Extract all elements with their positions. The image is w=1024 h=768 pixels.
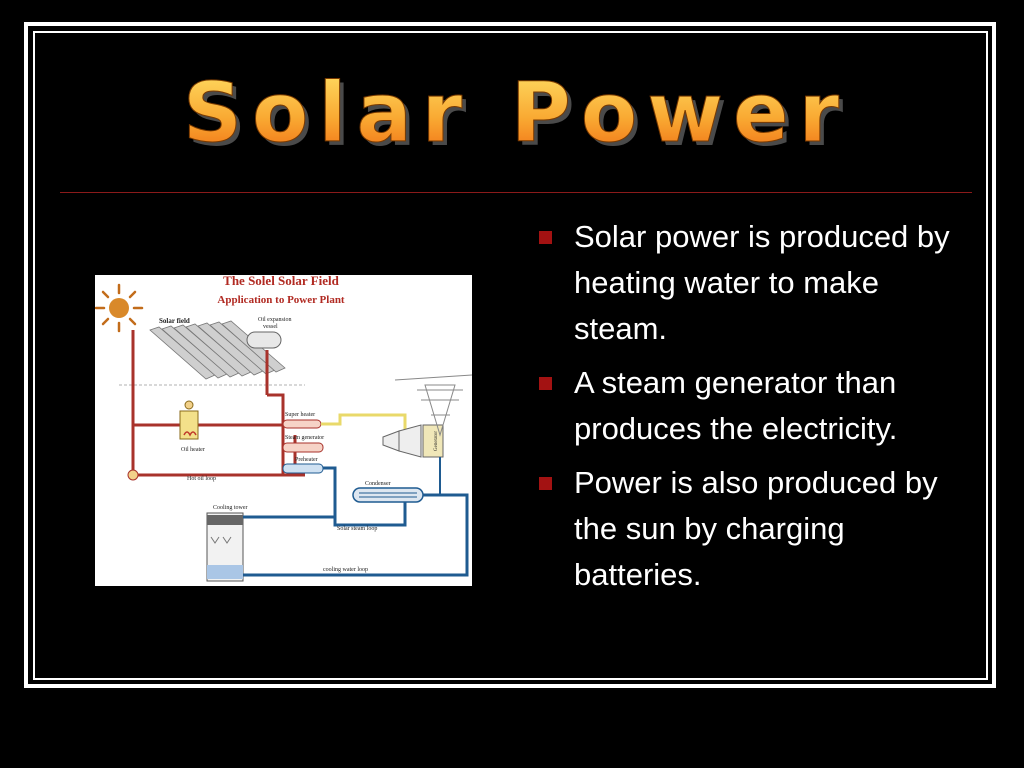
steam-generator-icon <box>282 442 324 453</box>
slide-title-text: Solar Power <box>183 66 849 161</box>
square-bullet-icon <box>539 377 552 390</box>
oil-expansion-vessel-icon <box>246 331 282 349</box>
bullet-text: Power is also produced by the sun by cha… <box>574 465 938 592</box>
label-condenser: Condenser <box>365 481 391 487</box>
diagram-title: The Solel Solar Field <box>223 275 339 288</box>
label-cooling-tower: Cooling tower <box>213 505 248 511</box>
transmission-tower-icon <box>394 374 473 437</box>
bullet-item: A steam generator than produces the elec… <box>536 360 966 452</box>
label-oil-expansion: Oil expansion <box>258 317 292 323</box>
label-oil-heater: Oil heater <box>181 447 205 453</box>
bullet-item: Solar power is produced by heating water… <box>536 214 966 352</box>
super-heater-icon <box>282 419 322 429</box>
label-generator: Generator <box>434 431 439 451</box>
preheater-icon <box>282 463 324 474</box>
slide-title: Solar Power Solar Power <box>60 62 972 163</box>
label-cooling-water-loop: cooling water loop <box>323 567 368 573</box>
slide-outer-frame <box>24 22 996 688</box>
cooling-water-loop <box>243 493 469 577</box>
bullet-text: Solar power is produced by heating water… <box>574 219 950 346</box>
label-preheater: Preheater <box>295 457 318 463</box>
title-divider <box>60 192 972 193</box>
condenser-icon <box>352 487 424 503</box>
slide-title-shadow: Solar Power <box>187 70 853 162</box>
oil-heater-icon <box>179 400 199 440</box>
generator-icon <box>422 424 444 458</box>
bullet-item: Power is also produced by the sun by cha… <box>536 460 966 598</box>
bullet-list: Solar power is produced by heating water… <box>536 214 966 606</box>
label-solar-field: Solar field <box>159 317 190 325</box>
label-steam-generator: Steam generator <box>285 435 324 441</box>
label-hot-oil-loop: Hot oil loop <box>187 476 216 482</box>
slide-inner-frame <box>33 31 988 680</box>
solar-field-diagram: The Solel Solar Field Application to Pow… <box>94 273 473 586</box>
label-solar-steam-loop: Solar steam loop <box>337 526 377 532</box>
lp-turbine-icon <box>398 424 422 458</box>
square-bullet-icon <box>539 477 552 490</box>
diagram-subtitle: Application to Power Plant <box>217 294 345 306</box>
cooling-tower-icon <box>206 512 244 582</box>
label-vessel: vessel <box>263 324 278 330</box>
label-super-heater: Super heater <box>285 412 315 418</box>
square-bullet-icon <box>539 231 552 244</box>
hp-turbine-icon <box>382 430 400 452</box>
bullet-text: A steam generator than produces the elec… <box>574 365 898 446</box>
hot-oil-loop <box>131 330 305 477</box>
sun-icon <box>94 283 144 333</box>
